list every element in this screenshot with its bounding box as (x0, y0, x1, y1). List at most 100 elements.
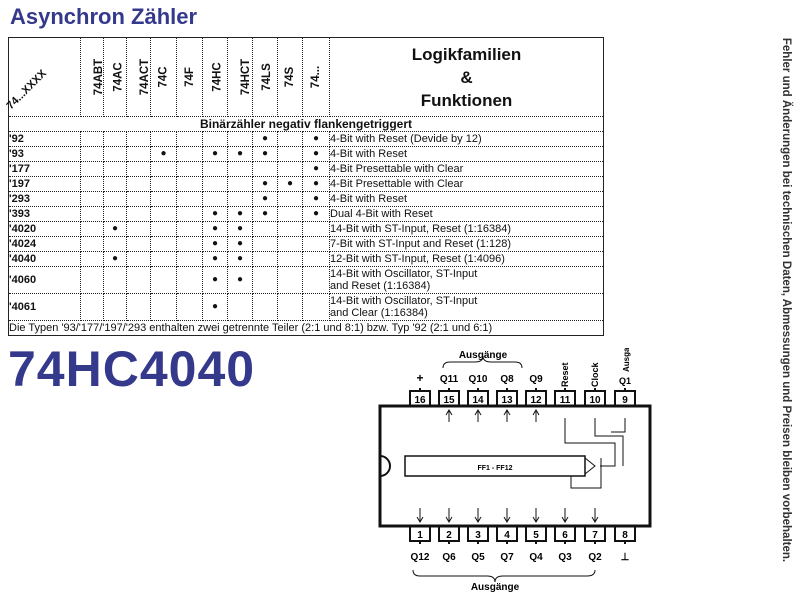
availability-dot: ● (252, 206, 278, 222)
empty-cell (227, 131, 253, 147)
table-row: '197●●●4-Bit Presettable with Clear (8, 176, 604, 192)
empty-cell (80, 221, 104, 237)
empty-cell (277, 131, 303, 147)
availability-dot: ● (227, 251, 253, 267)
pin-label: Q10 (469, 374, 488, 385)
pin-number: 8 (622, 530, 628, 541)
arrow-up-icon (445, 409, 453, 422)
pin-number: 3 (475, 530, 481, 541)
corner-header: 74...XXXX (5, 37, 81, 117)
family-header: 74HCT (227, 37, 253, 117)
empty-cell (302, 266, 330, 294)
type-cell: '293 (8, 191, 81, 207)
pin-number: 9 (622, 395, 628, 406)
empty-cell (150, 161, 177, 177)
empty-cell (103, 176, 127, 192)
q1-output-label: Ausgang (622, 348, 631, 372)
empty-cell (150, 293, 177, 321)
empty-cell (103, 191, 127, 207)
availability-dot: ● (302, 146, 330, 162)
empty-cell (252, 236, 278, 252)
empty-cell (227, 191, 253, 207)
table-row: '177●4-Bit Presettable with Clear (8, 161, 604, 177)
empty-cell (176, 191, 203, 207)
function-cell: 4-Bit with Reset (Devide by 12) (329, 131, 604, 147)
empty-cell (302, 293, 330, 321)
empty-cell (202, 176, 228, 192)
arrow-down-icon (503, 508, 511, 523)
function-cell: 7-Bit with ST-Input and Reset (1:128) (329, 236, 604, 252)
arrow-down-icon (591, 508, 599, 523)
pin-number: 14 (472, 395, 484, 406)
empty-cell (80, 146, 104, 162)
empty-cell (302, 236, 330, 252)
empty-cell (103, 293, 127, 321)
disclaimer-vertical: Fehler und Änderungen bei technischen Da… (780, 37, 792, 563)
type-cell: '92 (8, 131, 81, 147)
arrow-down-icon (445, 508, 453, 523)
empty-cell (277, 236, 303, 252)
empty-cell (227, 176, 253, 192)
availability-dot: ● (227, 266, 253, 294)
empty-cell (302, 251, 330, 267)
table-row: '393●●●●Dual 4-Bit with Reset (8, 206, 604, 222)
empty-cell (103, 131, 127, 147)
pin-label: Q1 (619, 376, 631, 386)
logik-header: Logikfamilien & Funktionen (329, 37, 604, 117)
empty-cell (126, 221, 151, 237)
pin-label: Q5 (471, 552, 485, 563)
arrow-up-icon (532, 409, 540, 422)
empty-cell (126, 191, 151, 207)
family-header: 74... (302, 37, 330, 117)
pin-number: 6 (562, 530, 568, 541)
table-row: '4024●●7-Bit with ST-Input and Reset (1:… (8, 236, 604, 252)
availability-dot: ● (103, 251, 127, 267)
chip-body (378, 404, 652, 528)
pin-label: Q4 (529, 552, 543, 563)
type-cell: '4020 (8, 221, 81, 237)
empty-cell (176, 206, 203, 222)
empty-cell (277, 161, 303, 177)
empty-cell (176, 293, 203, 321)
pin-number: 4 (504, 530, 510, 541)
reset-wire (564, 418, 616, 467)
availability-dot: ● (252, 191, 278, 207)
empty-cell (252, 266, 278, 294)
empty-cell (202, 131, 228, 147)
empty-cell (252, 251, 278, 267)
empty-cell (126, 266, 151, 294)
empty-cell (126, 293, 151, 321)
section-heading: Binärzähler negativ flankengetriggert (8, 116, 604, 132)
top-group-label: Ausgänge (459, 350, 508, 361)
availability-dot: ● (202, 221, 228, 237)
empty-cell (302, 221, 330, 237)
type-cell: '4061 (8, 293, 81, 321)
pinout-diagram: 16+15Q1114Q1013Q812Q911Reset10Clock9Q11Q… (378, 348, 652, 593)
empty-cell (150, 131, 177, 147)
chip-notch (379, 455, 391, 477)
function-cell: 4-Bit Presettable with Clear (329, 176, 604, 192)
footnote: Die Typen '93/'177/'197/'293 enthalten z… (8, 320, 604, 336)
empty-cell (126, 251, 151, 267)
empty-cell (252, 221, 278, 237)
pin-number: 2 (446, 530, 452, 541)
availability-dot: ● (202, 266, 228, 294)
empty-cell (80, 251, 104, 267)
flipflop-label: FF1 - FF12 (477, 465, 512, 472)
function-cell: 4-Bit Presettable with Clear (329, 161, 604, 177)
pin-number: 16 (414, 395, 426, 406)
empty-cell (277, 266, 303, 294)
pin-number: 13 (501, 395, 513, 406)
arrow-down-icon (561, 508, 569, 523)
arrow-up-icon (474, 409, 482, 422)
flipflop-block (404, 455, 586, 477)
function-cell: 14-Bit with ST-Input, Reset (1:16384) (329, 221, 604, 237)
pin-number: 1 (417, 530, 423, 541)
empty-cell (126, 206, 151, 222)
function-cell: 4-Bit with Reset (329, 146, 604, 162)
availability-dot: ● (252, 146, 278, 162)
clock-triangle (584, 457, 596, 475)
type-cell: '93 (8, 146, 81, 162)
function-cell: Dual 4-Bit with Reset (329, 206, 604, 222)
